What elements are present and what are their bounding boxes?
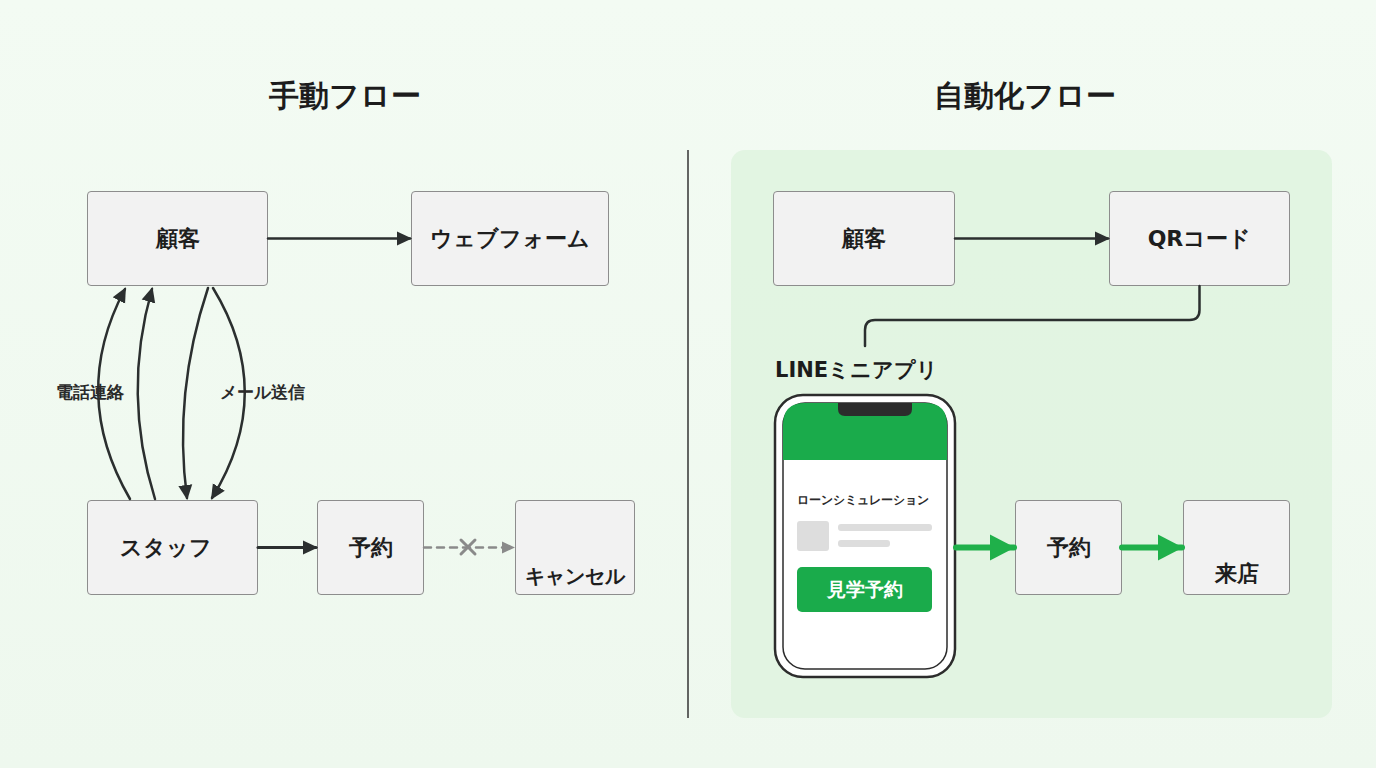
node-label: キャンセル	[525, 563, 625, 590]
customer-box: 顧客	[773, 191, 955, 286]
customer-box: 顧客	[87, 191, 268, 286]
edge-label: メール送信	[220, 381, 305, 404]
blocked-x-symbol	[461, 540, 475, 554]
flow-arrow	[268, 237, 410, 240]
cancel-box: キャンセル	[515, 500, 635, 595]
node-label: QRコード	[1148, 224, 1252, 254]
process-box: 予約	[1015, 500, 1122, 595]
node-label: ウェブフォーム	[430, 224, 590, 254]
flow-arrow	[212, 288, 245, 498]
node-label: LINEミニアプリ	[775, 356, 938, 384]
process-box: 予約	[317, 500, 424, 595]
flow-arrow	[258, 546, 316, 549]
phone-notch	[838, 403, 912, 416]
flow-arrow	[955, 237, 1108, 240]
node-label: 見学予約	[827, 577, 903, 603]
blocked-x-symbol	[461, 540, 475, 554]
automation-panel	[731, 150, 1332, 718]
flow-heading: 自動化フロー	[934, 76, 1116, 117]
node-label: スタッフ	[120, 533, 212, 563]
process-box: ウェブフォーム	[411, 191, 609, 286]
flow-arrow	[1122, 545, 1182, 551]
node-sublabel: ローンシミュレーション	[797, 492, 929, 509]
process-box: QRコード	[1109, 191, 1290, 286]
flow-arrow	[865, 286, 1200, 346]
app-header	[783, 403, 947, 460]
image-placeholder	[797, 521, 829, 551]
button-box: 見学予約	[797, 567, 932, 612]
flow-arrow	[424, 546, 514, 549]
node-label: 顧客	[156, 224, 200, 254]
visit-box: 来店	[1183, 500, 1290, 595]
node-label: 顧客	[842, 224, 886, 254]
staff-box: スタッフ	[87, 500, 258, 595]
flow-heading: 手動フロー	[269, 76, 421, 117]
node-label: 来店	[1215, 559, 1259, 589]
node-label: 予約	[1047, 533, 1091, 563]
smartphone-app: LINEミニアプリローンシミュレーション見学予約	[775, 352, 956, 677]
text-placeholder	[838, 524, 932, 531]
smartphone-body	[775, 395, 955, 677]
flow-arrow	[98, 289, 130, 499]
node-label: 予約	[349, 533, 393, 563]
smartphone-screen	[783, 403, 947, 669]
flow-arrow	[183, 288, 208, 498]
text-placeholder	[838, 540, 890, 547]
divider-line	[687, 150, 689, 718]
flow-arrow	[138, 289, 155, 499]
flow-arrow	[956, 545, 1014, 551]
edge-label: 電話連絡	[56, 381, 124, 404]
